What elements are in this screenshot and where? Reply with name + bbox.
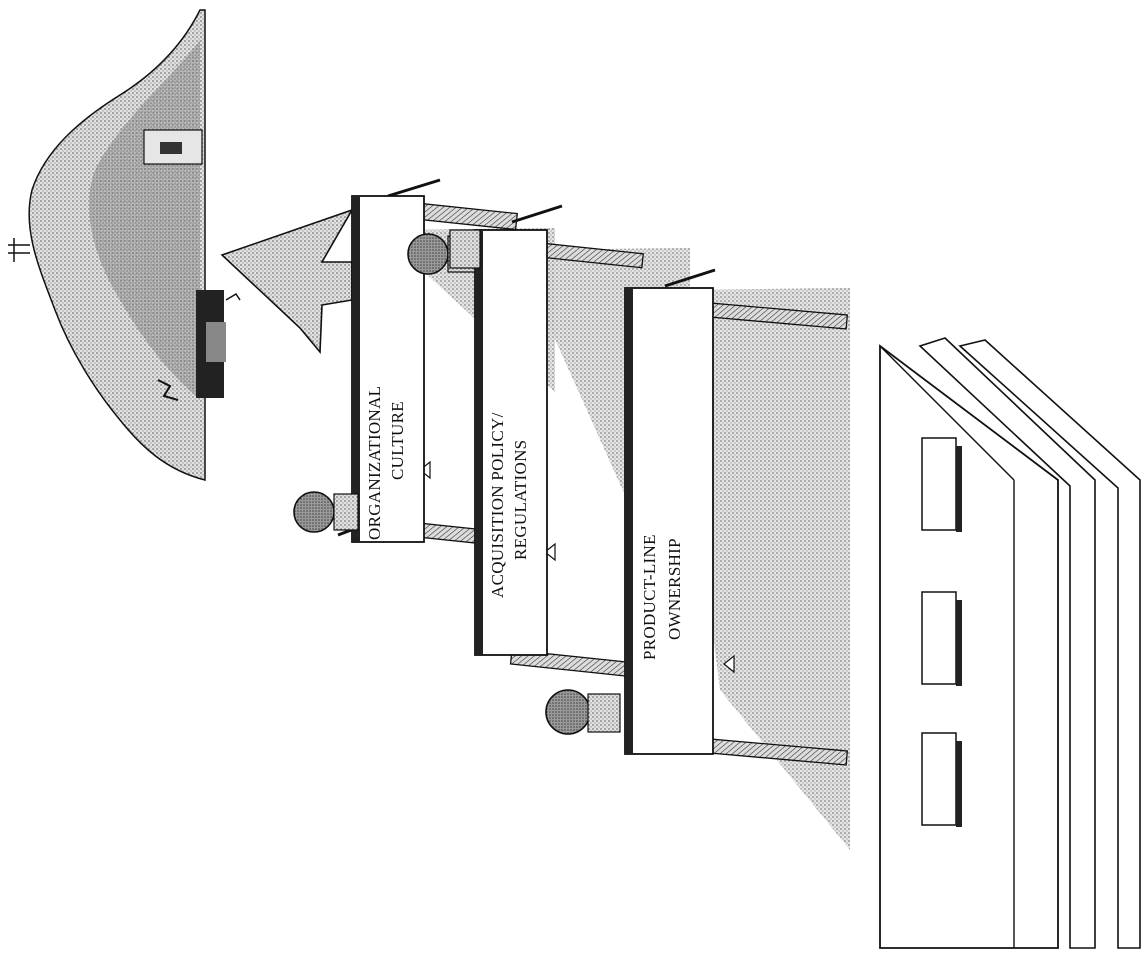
wheel-icon [294,492,334,532]
barrier-1-label-line-1: ORGANIZATIONAL [365,386,384,540]
barrier-3-label-line-1: PRODUCT-LINE [640,534,659,660]
mountain-goal [8,10,240,480]
runner-icon [196,290,240,398]
chip-icon [922,438,962,532]
wheel-icon [546,690,590,734]
castle-icon [144,130,202,164]
arrow-icon [222,210,352,352]
product-line-board-stack [880,338,1140,948]
barrier-2-label-line-1: ACQUISITION POLICY/ [488,412,507,598]
flag-icon [8,238,30,262]
chip-icon [922,733,962,827]
barrier-2-label-line-2: REGULATIONS [511,440,530,560]
barrier-1-label-line-2: CULTURE [388,401,407,480]
wheel-icon [408,234,448,274]
barrier-3-label-line-2: OWNERSHIP [665,538,684,640]
chip-icon [922,592,962,686]
